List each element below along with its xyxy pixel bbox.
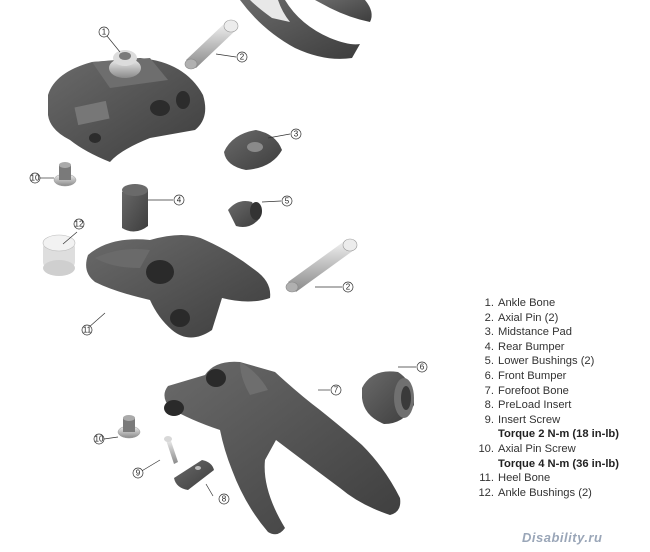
callout-7: 7: [334, 386, 339, 395]
preload-insert-part: [174, 460, 214, 490]
callout-2-top: 2: [240, 53, 245, 62]
parts-legend: 1. Ankle Bone 2. Axial Pin (2) 3. Midstance…: [474, 296, 619, 500]
legend-item-number: 12.: [478, 486, 494, 499]
legend-item-number: 8.: [484, 399, 494, 412]
legend-item-number: 6.: [484, 369, 494, 382]
callout-6: 6: [420, 363, 425, 372]
legend-item: 9. Insert Screw: [474, 413, 619, 428]
callout-markers: [29, 26, 428, 505]
legend-item: 11. Heel Bone: [474, 471, 619, 486]
legend-item-number: 2.: [484, 311, 494, 324]
callout-1: 1: [102, 28, 107, 37]
legend-item-number: 5.: [484, 355, 494, 368]
legend-item-number: 9.: [484, 413, 494, 426]
callout-12: 12: [75, 220, 84, 229]
axial-pin-screw-lower-part: [117, 415, 141, 439]
legend-item: 4. Rear Bumper: [474, 340, 619, 355]
callout-5: 5: [285, 197, 290, 206]
legend-torque-note: Torque 2 N-m (18 in-lb): [498, 428, 619, 441]
legend-item: 1. Ankle Bone: [474, 296, 619, 311]
callout-9: 9: [136, 469, 141, 478]
ankle-bone-part: [48, 50, 206, 162]
legend-torque-note: Torque 4 N-m (36 in-lb): [498, 457, 619, 470]
legend-item-number: 4.: [484, 340, 494, 353]
axial-pin-top-part: [184, 19, 239, 70]
callout-11: 11: [83, 326, 92, 335]
legend-item-label: Front Bumper: [498, 369, 567, 382]
legend-item-label: PreLoad Insert: [498, 399, 572, 412]
legend-item-label: Axial Pin Screw: [498, 442, 576, 455]
legend-item-label: Insert Screw: [498, 413, 561, 426]
callout-3: 3: [294, 130, 299, 139]
legend-item-label: Rear Bumper: [498, 340, 565, 353]
axial-pin-screw-top-part: [53, 162, 77, 187]
legend-item-label: Midstance Pad: [498, 326, 573, 339]
legend-item: 8. PreLoad Insert: [474, 398, 619, 413]
ankle-bushing-part: [42, 234, 76, 276]
legend-item-number: 1.: [484, 297, 494, 309]
callout-2-lower: 2: [346, 283, 351, 292]
callout-10-top: 10: [31, 174, 40, 183]
legend-item-label: Ankle Bone: [498, 297, 556, 309]
callout-10-lower: 10: [95, 435, 104, 444]
heel-bone-part: [86, 235, 271, 338]
legend-item-number: 7.: [484, 384, 494, 397]
legend-item-number: 10.: [478, 442, 494, 455]
midstance-pad-part: [224, 130, 282, 170]
leader-lines: [40, 35, 416, 497]
legend-item: 7. Forefoot Bone: [474, 384, 619, 399]
legend-item: 6. Front Bumper: [474, 369, 619, 384]
legend-item-label: Forefoot Bone: [498, 384, 569, 397]
legend-item-label: Heel Bone: [498, 472, 551, 485]
legend-item-number: 3.: [484, 326, 494, 339]
front-bumper-part: [362, 371, 414, 424]
axial-pin-lower-part: [285, 238, 358, 293]
forefoot-bone-part: [164, 361, 401, 535]
legend-item: 12. Ankle Bushings (2): [474, 486, 619, 501]
legend-item-number: 11.: [479, 472, 494, 485]
legend-item: 3. Midstance Pad: [474, 325, 619, 340]
callout-8: 8: [222, 495, 227, 504]
callout-4: 4: [177, 196, 182, 205]
legend-item-label: Ankle Bushings (2): [498, 486, 592, 499]
legend-item-label: Lower Bushings (2): [498, 355, 595, 368]
top-pylon-part: [240, 0, 372, 59]
rear-bumper-part: [122, 184, 148, 232]
insert-screw-part: [164, 436, 178, 464]
legend-item: 5. Lower Bushings (2): [474, 354, 619, 369]
lower-bushing-part: [228, 201, 262, 227]
watermark: Disability.ru: [522, 530, 603, 545]
legend-item-label: Axial Pin (2): [498, 311, 559, 324]
legend-item: 2. Axial Pin (2): [474, 311, 619, 326]
legend-item: 10. Axial Pin Screw: [474, 442, 619, 457]
